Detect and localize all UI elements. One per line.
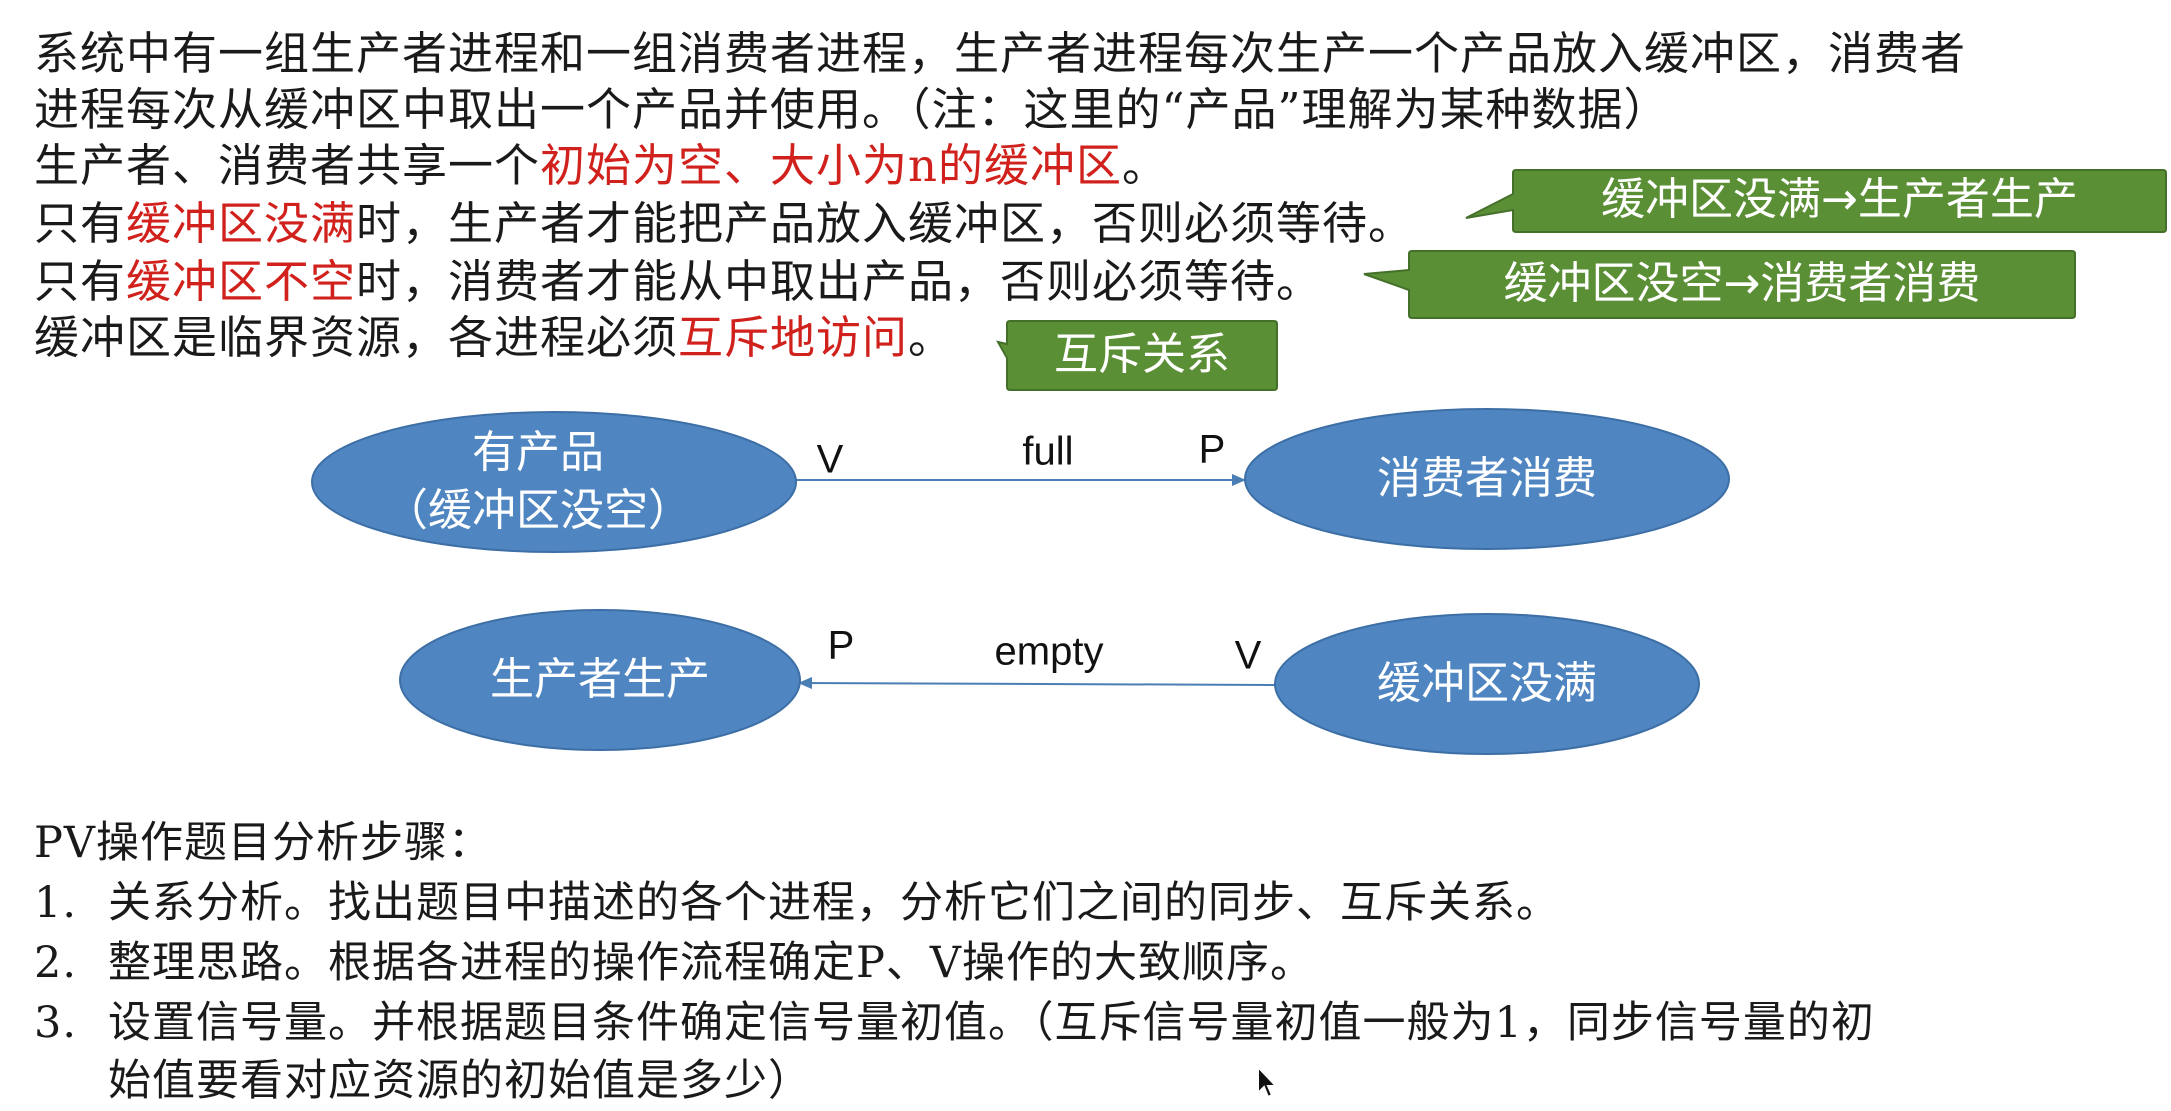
ellipse-label-line: 有产品: [472, 427, 604, 478]
paragraph-line-1: 系统中有一组生产者进程和一组消费者进程，生产者进程每次生产一个产品放入缓冲区，消…: [34, 27, 1967, 80]
highlighted-text: 初始为空、大小为n的缓冲区: [540, 139, 1122, 192]
ellipse-label-line: （缓冲区没空）: [384, 485, 692, 536]
text-segment: 。: [908, 311, 955, 364]
text-segment: 时，消费者才能从中取出产品，否则必须等待。: [356, 255, 1323, 308]
ellipse-has-product-label: 有产品 （缓冲区没空）: [384, 424, 692, 540]
edge-full-v-label: V: [816, 437, 844, 482]
callout-not-full-producer: 缓冲区没满→生产者生产: [1460, 166, 2170, 234]
text-segment: 只有: [34, 197, 127, 250]
highlighted-text: 缓冲区不空: [126, 255, 357, 308]
step-text: 设置信号量。并根据题目条件确定信号量初值。（互斥信号量初值一般为1，同步信号量的…: [108, 998, 1875, 1048]
callout-label: 缓冲区没满→生产者生产: [1601, 174, 2078, 225]
text-segment: 时，生产者才能把产品放入缓冲区，否则必须等待。: [356, 197, 1415, 250]
callout-mutex: 互斥关系: [996, 318, 1286, 391]
text-segment: 缓冲区是临界资源，各进程必须: [34, 311, 679, 364]
highlighted-text: 缓冲区没满: [126, 197, 357, 250]
mouse-cursor-icon: [1257, 1065, 1279, 1099]
callout-shape: [996, 320, 1278, 391]
edge-full-label: full: [1022, 429, 1074, 474]
edge-empty-v-label: V: [1234, 633, 1262, 678]
callout-shape: [1363, 250, 2076, 319]
paragraph-line-4: 只有缓冲区没满时，生产者才能把产品放入缓冲区，否则必须等待。: [34, 196, 1414, 252]
text-segment: 。: [1122, 139, 1169, 192]
step-item: 1. 关系分析。找出题目中描述的各个进程，分析它们之间的同步、互斥关系。: [34, 875, 1560, 931]
edge-full-p-label: P: [1198, 427, 1226, 472]
edge-empty-p-label: P: [827, 623, 855, 668]
edge-empty-arrow: [798, 677, 1279, 690]
paragraph-line-5: 只有缓冲区不空时，消费者才能从中取出产品，否则必须等待。: [34, 254, 1322, 310]
ellipse-producer-label: 生产者生产: [490, 654, 710, 705]
edge-empty-label: empty: [994, 629, 1104, 674]
ellipse-consumer-label: 消费者消费: [1377, 453, 1597, 504]
step-number: 1.: [34, 878, 78, 928]
step-text: 整理思路。根据各进程的操作流程确定P、V操作的大致顺序。: [108, 938, 1314, 988]
callout-shape: [1465, 169, 2167, 233]
text-segment: 生产者、消费者共享一个: [34, 139, 541, 192]
step-number: 2.: [34, 938, 78, 988]
callout-label: 互斥关系: [1054, 329, 1230, 380]
text-segment: 只有: [34, 255, 127, 308]
paragraph-line-3: 生产者、消费者共享一个初始为空、大小为n的缓冲区。: [34, 138, 1168, 194]
paragraph-line-6: 缓冲区是临界资源，各进程必须互斥地访问。: [34, 310, 954, 366]
highlighted-text: 互斥地访问: [678, 311, 909, 364]
callout-label: 缓冲区没空→消费者消费: [1503, 258, 1981, 309]
callout-not-empty-consumer: 缓冲区没空→消费者消费: [1360, 248, 2080, 319]
step-item: 3. 设置信号量。并根据题目条件确定信号量初值。（互斥信号量初值一般为1，同步信号…: [34, 995, 1875, 1051]
ellipse-not-full-label: 缓冲区没满: [1377, 658, 1597, 709]
paragraph-line-2: 进程每次从缓冲区中取出一个产品并使用。（注：这里的“产品”理解为某种数据）: [34, 83, 1670, 136]
step-item: 2. 整理思路。根据各进程的操作流程确定P、V操作的大致顺序。: [34, 935, 1314, 991]
step-continuation: 始值要看对应资源的初始值是多少）: [108, 1056, 812, 1106]
step-text: 关系分析。找出题目中描述的各个进程，分析它们之间的同步、互斥关系。: [108, 878, 1560, 928]
step-number: 3.: [34, 998, 78, 1048]
steps-heading: PV操作题目分析步骤：: [34, 818, 492, 868]
